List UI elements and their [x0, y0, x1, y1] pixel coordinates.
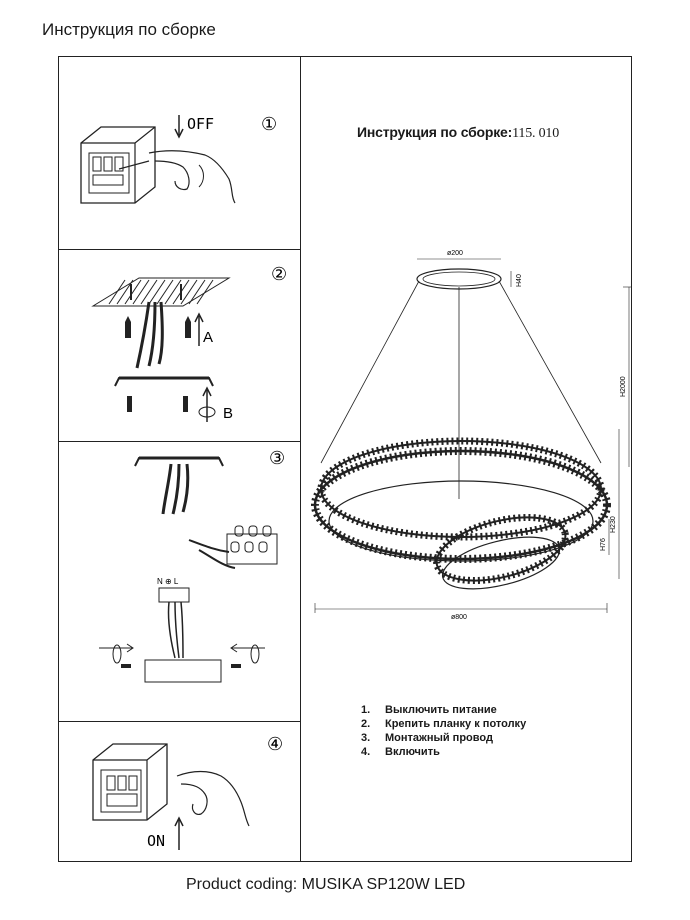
- off-label: OFF: [187, 115, 214, 133]
- arrow-a-label: A: [203, 329, 213, 346]
- mount-plate-illustration: A B ②: [91, 264, 287, 422]
- instruction-item: 2.Крепить планку к потолку: [361, 718, 527, 730]
- instruction-item: 3.Монтажный провод: [361, 732, 493, 744]
- dim-ring-section: H76: [600, 538, 607, 551]
- step-1-number: ①: [261, 114, 277, 135]
- step-2-number: ②: [271, 264, 287, 285]
- switch-off-illustration: OFF ①: [80, 114, 277, 204]
- arrow-b-label: B: [223, 405, 233, 422]
- step-3-number: ③: [269, 448, 285, 469]
- instruction-item: 1.Выключить питание: [361, 704, 497, 716]
- dim-total-height: H2000: [620, 376, 627, 397]
- instruction-item: 4.Включить: [361, 746, 440, 758]
- dim-canopy-diameter: ø200: [447, 250, 463, 257]
- step-2-panel: A B ②: [59, 250, 300, 442]
- product-coding: Product coding: MUSIKA SP120W LED: [186, 876, 466, 893]
- page-title: Инструкция по сборке: [42, 20, 216, 39]
- step-4-number: ④: [267, 734, 283, 755]
- dim-outer-diameter: ø800: [451, 614, 467, 621]
- diagram-title-text: Инструкция по сборке:: [357, 124, 513, 140]
- switch-on-illustration: ON ④: [92, 734, 283, 850]
- product-drawing-column: Инструкция по сборке:115. 010 ø200: [301, 57, 631, 861]
- instruction-frame: OFF ①: [58, 56, 632, 862]
- on-label: ON: [147, 832, 165, 850]
- wire-labels: N ⊕ L: [157, 577, 179, 586]
- step-3-panel: N ⊕ L ③: [59, 442, 300, 722]
- diagram-title: Инструкция по сборке:115. 010: [357, 124, 559, 142]
- steps-column: OFF ①: [59, 57, 301, 861]
- wiring-illustration: N ⊕ L ③: [99, 448, 285, 683]
- dim-ring-height: H230: [610, 516, 617, 533]
- chandelier-drawing: ø200 H40 H2000 H230 H76 ø800: [311, 250, 631, 621]
- step-4-panel: ON ④: [59, 722, 300, 863]
- diagram-title-code: 115. 010: [512, 126, 559, 141]
- dim-canopy-height: H40: [516, 274, 523, 287]
- step-1-panel: OFF ①: [59, 57, 300, 250]
- instruction-list: 1.Выключить питание 2.Крепить планку к п…: [361, 703, 526, 759]
